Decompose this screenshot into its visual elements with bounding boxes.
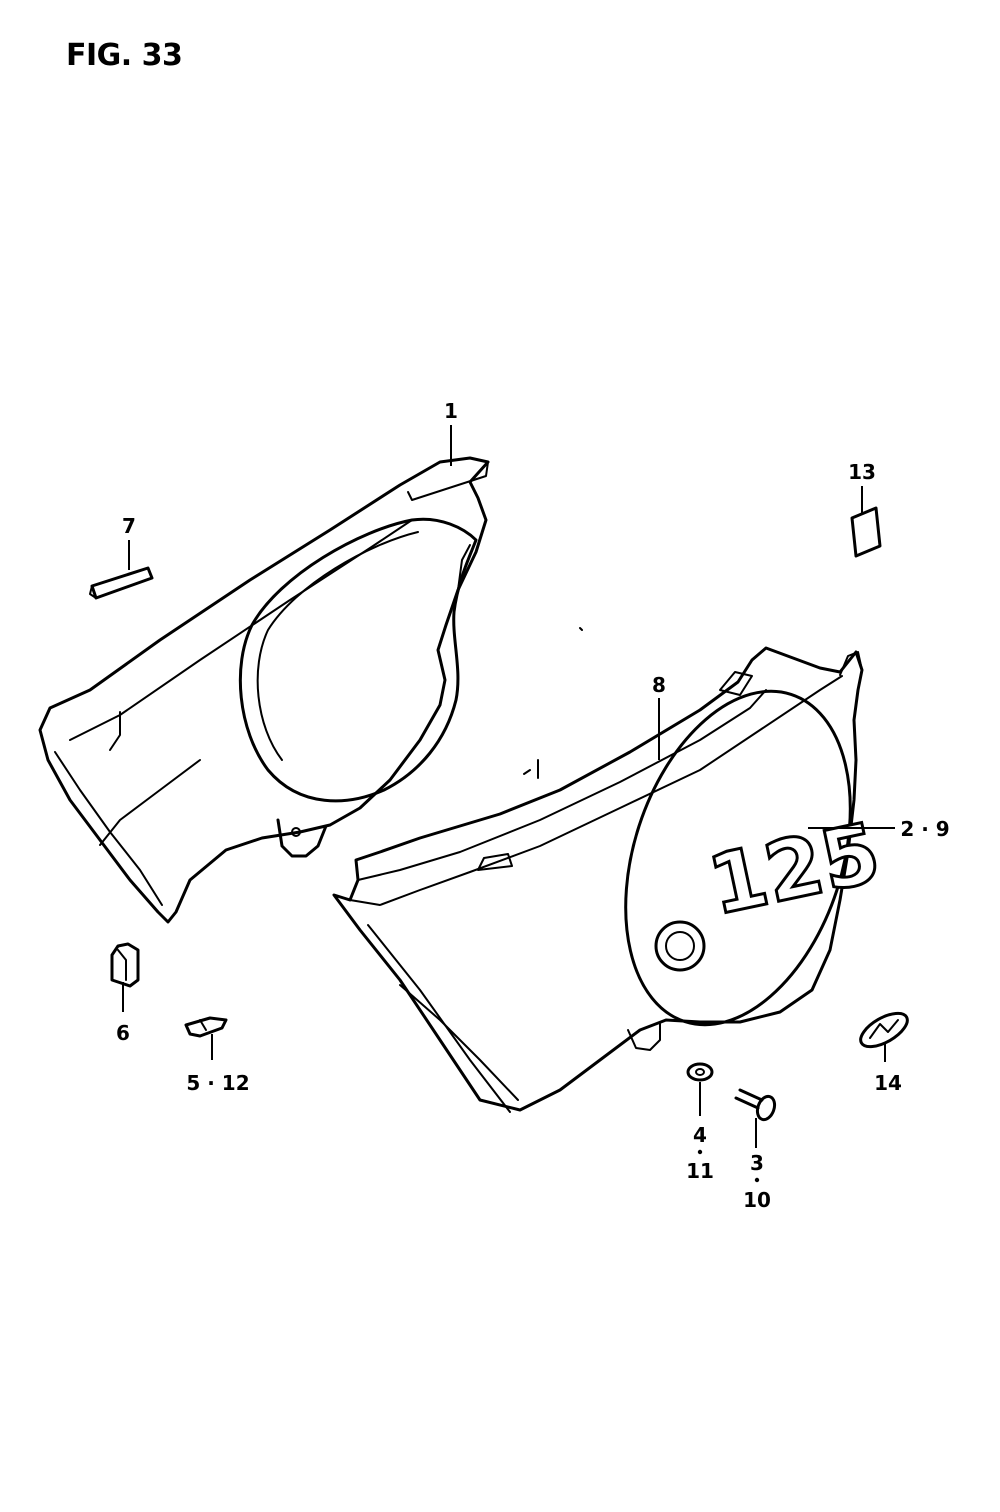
part-3-screw xyxy=(734,1088,777,1122)
separator-dot-4-11 xyxy=(697,1149,703,1155)
label-part-3: 3 xyxy=(750,1151,764,1175)
label-part-11: 11 xyxy=(686,1159,714,1183)
left-frame-cover xyxy=(38,456,490,924)
label-part-1: 1 xyxy=(444,399,458,423)
label-part-6: 6 xyxy=(116,1021,130,1045)
part-13-decal xyxy=(850,506,882,558)
separator-dot-3-10 xyxy=(754,1177,760,1183)
label-part-2-9: 2 · 9 xyxy=(900,817,949,841)
label-part-7: 7 xyxy=(122,514,136,538)
part-5-cushion xyxy=(184,1016,228,1038)
part-7-clip xyxy=(89,566,154,600)
label-part-4: 4 xyxy=(693,1123,707,1147)
right-frame-cover: 125 xyxy=(332,646,890,1113)
emblem-125: 125 xyxy=(701,806,888,935)
figure-title: FIG. 33 xyxy=(66,38,183,73)
label-part-14: 14 xyxy=(874,1071,902,1095)
part-6-grommet xyxy=(110,942,140,988)
part-4-washer xyxy=(686,1062,714,1082)
label-part-13: 13 xyxy=(848,460,876,484)
label-part-8: 8 xyxy=(652,673,666,697)
stray-marks xyxy=(523,627,583,779)
part-14-emblem xyxy=(859,1011,909,1049)
label-part-5-12: 5 · 12 xyxy=(186,1071,249,1095)
leader-lines xyxy=(122,425,895,1148)
label-part-10: 10 xyxy=(743,1188,771,1212)
